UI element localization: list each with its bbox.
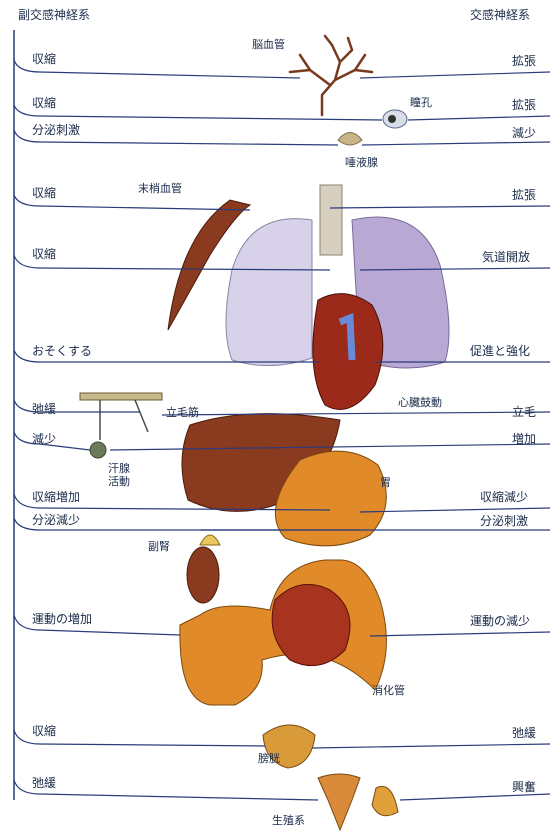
left-label-bladder: 収縮 (32, 724, 56, 738)
left-label-peripheral: 収縮 (32, 186, 56, 200)
line-peripheral-right (330, 206, 550, 208)
salivary-gland-illustration (338, 133, 362, 146)
right-label-cerebral: 拡張 (512, 54, 536, 68)
right-label-pupil: 拡張 (512, 98, 536, 112)
line-cerebral-left (14, 60, 300, 78)
line-arrector-right (162, 412, 550, 415)
adrenal-illustration (200, 535, 220, 545)
left-label-sweat: 減少 (32, 432, 56, 446)
organ-label-adrenal: 副腎 (148, 540, 170, 553)
line-salivary-right (362, 142, 550, 145)
organ-label-cerebral-vessels: 脳血管 (252, 38, 285, 51)
line-genital-left (14, 780, 318, 800)
line-intestine-right (370, 632, 550, 636)
parasympathetic-header: 副交感神経系 (18, 8, 90, 22)
left-lung-illustration (226, 219, 312, 366)
heart-illustration (313, 294, 383, 410)
left-label-cerebral: 収縮 (32, 52, 56, 66)
line-stomach-motility-right (360, 508, 550, 512)
right-label-bladder: 弛緩 (512, 726, 536, 740)
sympathetic-header: 交感神経系 (470, 8, 530, 22)
organ-label-sweat-gland: 汗腺 活動 (104, 462, 134, 488)
left-label-heart: おそくする (32, 344, 92, 358)
right-label-heart: 促進と強化 (470, 344, 530, 358)
line-pupil-left (14, 105, 382, 120)
left-label-intestine: 運動の増加 (32, 612, 92, 626)
right-label-stomach-motility: 収縮減少 (480, 490, 528, 504)
eye-illustration (383, 110, 407, 128)
small-intestine-illustration (272, 584, 350, 665)
right-label-stomach-secretion: 分泌刺激 (480, 514, 528, 528)
organ-label-intestine: 消化管 (372, 684, 405, 697)
left-label-airway: 収縮 (32, 247, 56, 261)
right-label-genital: 興奮 (512, 780, 536, 794)
right-label-peripheral: 拡張 (512, 188, 536, 202)
organ-label-genital: 生殖系 (272, 814, 305, 827)
genital-illustration-2 (372, 786, 398, 815)
organ-label-heart: 心臓鼓動 (398, 396, 442, 409)
line-genital-right (400, 794, 550, 800)
organ-label-stomach: 胃 (380, 476, 391, 489)
right-label-sweat: 増加 (512, 432, 536, 446)
organ-label-bladder: 膀胱 (258, 752, 280, 765)
line-cerebral-right (360, 72, 550, 78)
left-label-genital: 弛緩 (32, 776, 56, 790)
organ-label-arrector-pili: 立毛筋 (166, 406, 199, 419)
trachea-illustration (320, 185, 342, 255)
skin-illustration (80, 393, 162, 458)
left-label-arrector: 弛緩 (32, 402, 56, 416)
organ-label-peripheral-vessels: 末梢血管 (138, 182, 182, 195)
organ-label-salivary-gland: 唾液腺 (345, 156, 378, 169)
line-bladder-right (312, 744, 550, 748)
cerebral-vessels-illustration (290, 36, 372, 115)
right-label-airway: 気道開放 (482, 250, 530, 264)
organ-label-pupil: 瞳孔 (410, 96, 432, 109)
line-pupil-right (408, 116, 550, 120)
left-label-stomach-motility: 収縮増加 (32, 490, 80, 504)
left-label-stomach-secretion: 分泌減少 (32, 513, 80, 527)
right-label-intestine: 運動の減少 (470, 614, 530, 628)
left-label-salivary: 分泌刺激 (32, 123, 80, 137)
kidney-illustration (187, 547, 219, 603)
genital-illustration (318, 774, 360, 830)
right-label-arrector: 立毛 (512, 405, 536, 419)
right-label-salivary: 減少 (512, 126, 536, 140)
left-label-pupil: 収縮 (32, 96, 56, 110)
